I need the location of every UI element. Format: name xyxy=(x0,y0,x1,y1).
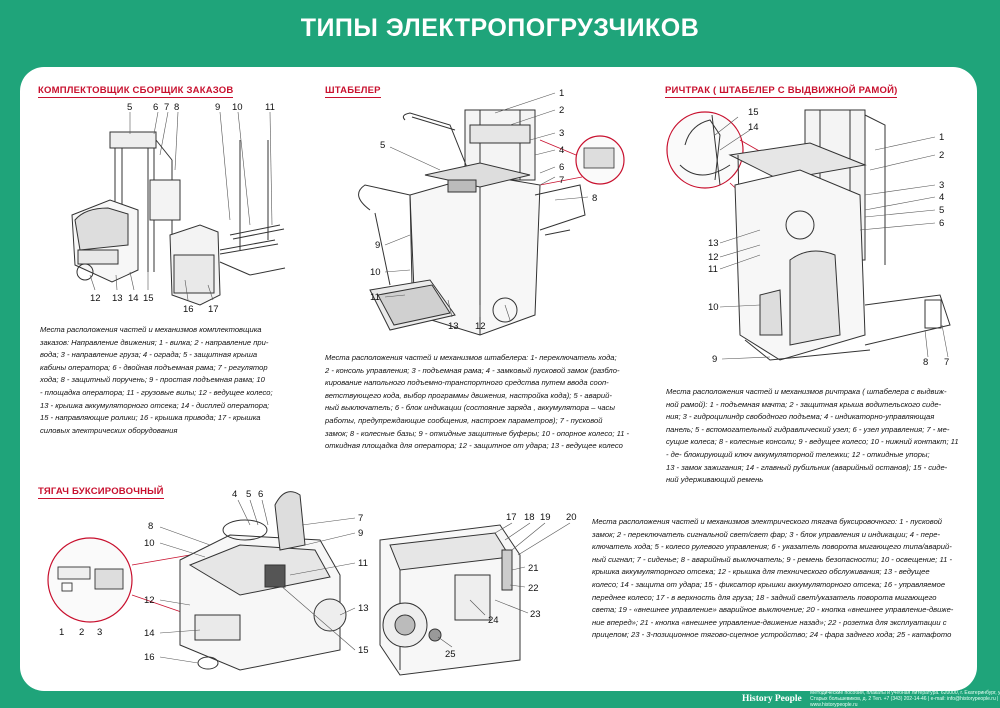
callout: 19 xyxy=(540,512,551,523)
callout: 15 xyxy=(358,645,369,656)
callout: 7 xyxy=(164,102,169,113)
callout: 20 xyxy=(566,512,577,523)
callout: 6 xyxy=(939,218,944,229)
callout: 5 xyxy=(939,205,944,216)
callout: 8 xyxy=(148,521,153,532)
callout: 5 xyxy=(380,140,385,151)
callout: 2 xyxy=(79,627,84,638)
callout: 5 xyxy=(127,102,132,113)
stacker-illustration: 1 2 3 4 5 6 7 8 9 10 11 12 13 xyxy=(358,88,625,336)
reach-truck-title: РИЧТРАК ( ШТАБЕЛЕР С ВЫДВИЖНОЙ РАМОЙ) xyxy=(665,85,898,98)
callout: 14 xyxy=(748,122,759,133)
brand-history: History xyxy=(742,694,773,705)
callout: 6 xyxy=(559,162,564,173)
callout: 18 xyxy=(524,512,535,523)
callout: 12 xyxy=(708,252,719,263)
tow-tractor-title: ТЯГАЧ БУКСИРОВОЧНЫЙ xyxy=(38,486,164,499)
callout: 21 xyxy=(528,563,539,574)
reach-truck-description: Места расположения частей и механизмов р… xyxy=(666,387,959,485)
callout: 7 xyxy=(944,357,949,368)
callout: 17 xyxy=(208,304,219,315)
stacker-title: ШТАБЕЛЕР xyxy=(325,85,381,98)
stacker-description: Места расположения частей и механизмов ш… xyxy=(325,353,630,451)
callout: 10 xyxy=(708,302,719,313)
callout: 16 xyxy=(183,304,194,315)
callout: 3 xyxy=(97,627,102,638)
callout: 17 xyxy=(506,512,517,523)
callout: 12 xyxy=(144,595,155,606)
callout: 3 xyxy=(939,180,944,191)
brand-people: People xyxy=(774,694,802,705)
callout: 12 xyxy=(475,321,486,332)
callout: 4 xyxy=(939,192,944,203)
callout: 10 xyxy=(232,102,243,113)
callout: 16 xyxy=(144,652,155,663)
callout: 13 xyxy=(358,603,369,614)
order-picker-description: Места расположения частей и механизмов к… xyxy=(40,325,273,435)
callout: 3 xyxy=(559,128,564,139)
callout: 14 xyxy=(144,628,155,639)
order-picker-title: КОМПЛЕКТОВЩИК СБОРЩИК ЗАКАЗОВ xyxy=(38,85,234,98)
callout: 8 xyxy=(174,102,179,113)
callout: 1 xyxy=(939,132,944,143)
callout: 11 xyxy=(265,102,275,113)
callout: 4 xyxy=(559,145,564,156)
tow-tractor-illustration: 4 5 6 7 8 9 10 11 12 13 14 15 16 17 18 1… xyxy=(47,489,577,676)
callout: 9 xyxy=(358,528,363,539)
callout: 9 xyxy=(712,354,717,365)
callout: 2 xyxy=(559,105,564,116)
callout: 25 xyxy=(445,649,456,660)
tow-tractor-description: Места расположения частей и механизмов э… xyxy=(592,517,954,640)
callout: 13 xyxy=(112,293,123,304)
reach-truck-illustration: 15 14 1 2 3 4 5 6 13 12 11 10 9 8 7 xyxy=(666,107,951,368)
callout: 5 xyxy=(246,489,251,500)
publisher-info: Методические пособия, плакаты и учебная … xyxy=(810,690,1000,708)
callout: 11 xyxy=(708,264,718,275)
callout: 8 xyxy=(592,193,597,204)
order-picker-illustration: 5 6 7 8 9 10 11 12 13 14 15 16 17 xyxy=(71,102,286,315)
callout: 13 xyxy=(708,238,719,249)
callout: 22 xyxy=(528,583,539,594)
callout: 23 xyxy=(530,609,541,620)
callout: 4 xyxy=(232,489,237,500)
callout: 7 xyxy=(559,175,564,186)
callout: 13 xyxy=(448,321,459,332)
callout: 24 xyxy=(488,615,499,626)
page-title: ТИПЫ ЭЛЕКТРОПОГРУЗЧИКОВ xyxy=(300,14,700,42)
callout: 6 xyxy=(153,102,158,113)
callout: 11 xyxy=(370,292,380,303)
callout: 15 xyxy=(143,293,154,304)
callout: 12 xyxy=(90,293,101,304)
callout: 8 xyxy=(923,357,928,368)
callout: 6 xyxy=(258,489,263,500)
callout: 9 xyxy=(375,240,380,251)
callout: 1 xyxy=(559,88,564,99)
callout: 10 xyxy=(370,267,381,278)
callout: 2 xyxy=(939,150,944,161)
callout: 11 xyxy=(358,558,368,569)
callout: 9 xyxy=(215,102,220,113)
callout: 14 xyxy=(128,293,139,304)
footer: History People Методические пособия, пла… xyxy=(742,690,1000,708)
callout: 15 xyxy=(748,107,759,118)
callout: 10 xyxy=(144,538,155,549)
callout: 7 xyxy=(358,513,363,524)
callout: 1 xyxy=(59,627,64,638)
